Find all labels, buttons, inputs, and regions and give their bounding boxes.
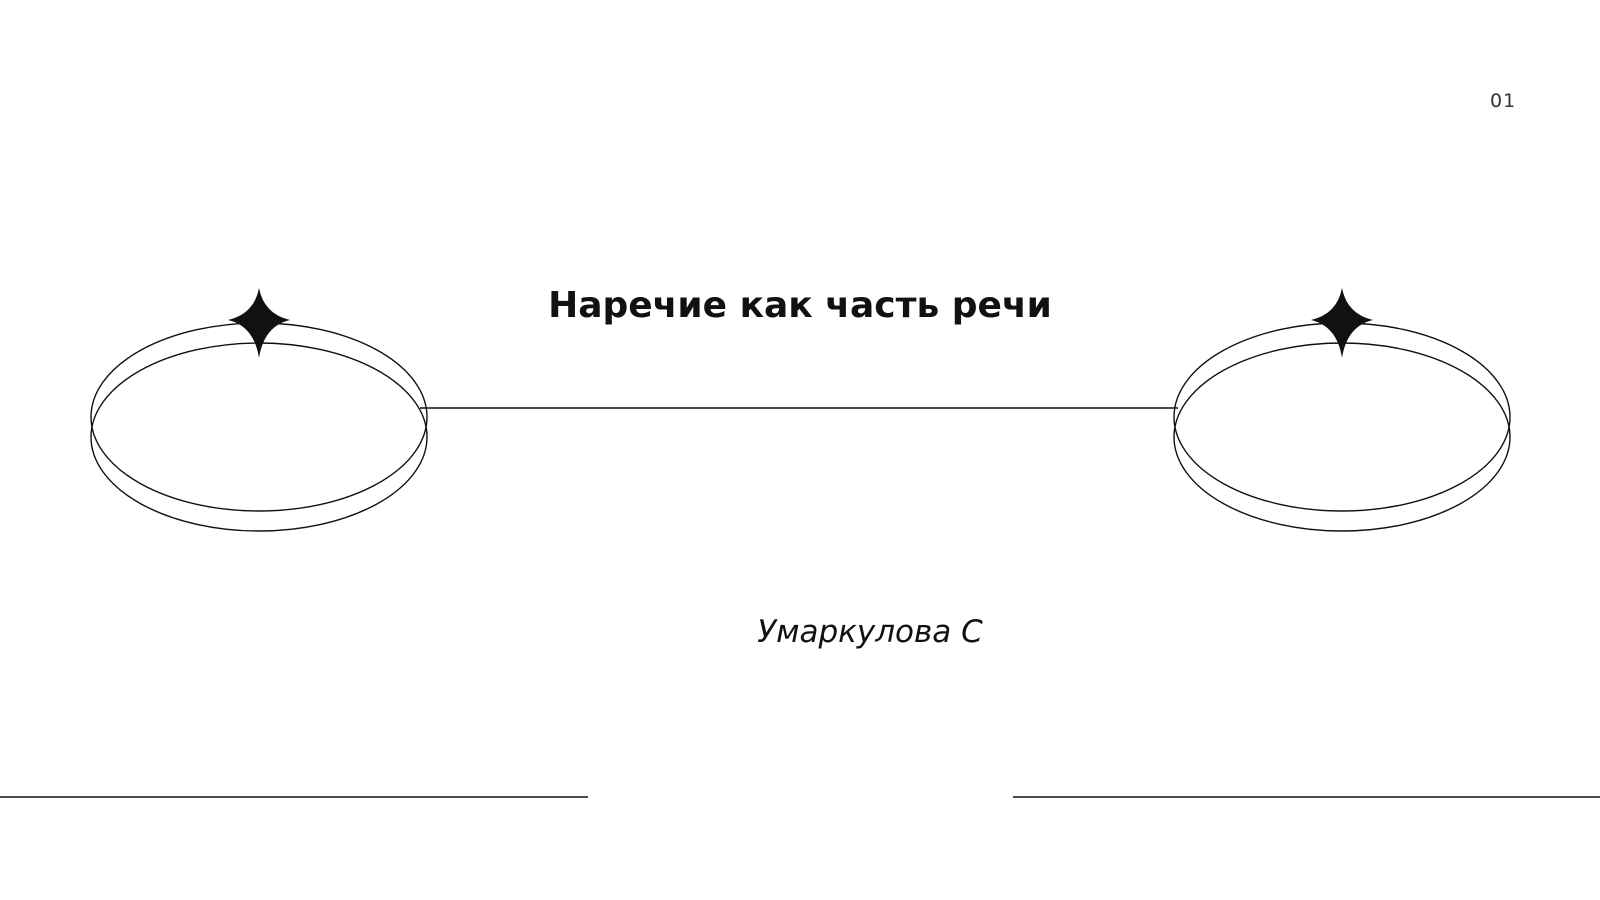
slide-title: Наречие как часть речи bbox=[548, 285, 1052, 326]
sparkle-icon-left bbox=[228, 288, 290, 358]
sparkle-icon-right bbox=[1311, 288, 1373, 358]
author-name: Умаркулова С bbox=[757, 614, 983, 650]
page-number: 01 bbox=[1490, 90, 1517, 112]
